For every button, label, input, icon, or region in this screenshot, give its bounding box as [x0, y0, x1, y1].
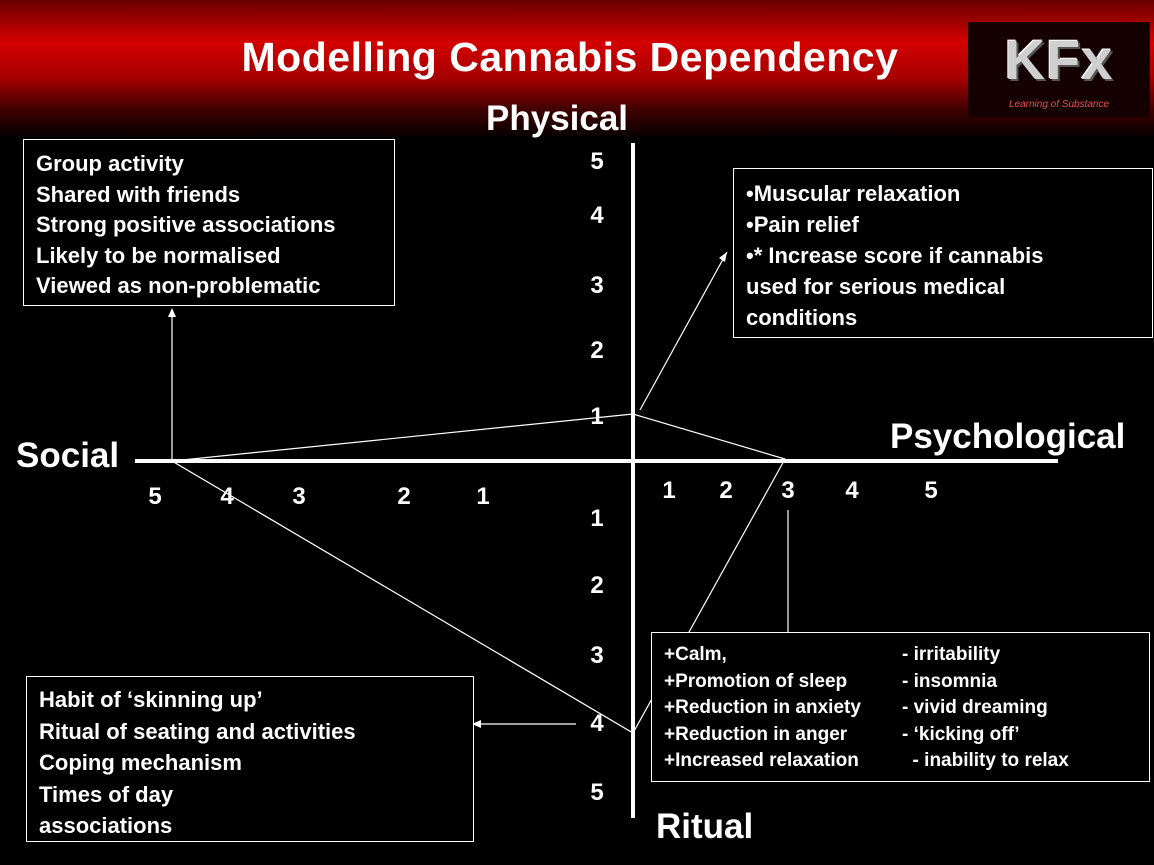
page-title: Modelling Cannabis Dependency	[241, 34, 899, 80]
ritual-factor-line: associations	[39, 813, 173, 838]
dependency-profile-shape	[170, 413, 786, 734]
tick-social-3: 3	[292, 483, 306, 510]
physical-factor-line: conditions	[746, 305, 858, 330]
tick-ritual-2: 2	[590, 572, 604, 599]
axis-label-psychological: Psychological	[890, 417, 1126, 456]
physical-factor-line: used for serious medical	[746, 274, 1006, 299]
ritual-factor-line: Times of day	[39, 781, 174, 807]
tick-social-5: 5	[148, 483, 162, 510]
kfx-logo: KFx Learning of Substance	[968, 22, 1150, 118]
arrowhead-ritual	[472, 720, 481, 728]
arrowhead-social	[168, 308, 176, 317]
tick-social-1: 1	[476, 483, 490, 510]
tick-psychological-2: 2	[719, 477, 733, 504]
social-factor-line: Shared with friends	[36, 181, 241, 207]
benefit-text: +Increased relaxation	[664, 750, 859, 771]
psychological-factor-row: +Promotion of sleep - insomnia	[652, 669, 1149, 696]
social-factor-line: Viewed as non-problematic	[36, 273, 321, 298]
withdrawal-text: - irritability	[902, 644, 1001, 665]
tick-psychological-4: 4	[845, 477, 859, 504]
axis-label-social: Social	[16, 436, 120, 475]
psychological-factor-row: +Calm, - irritability	[652, 642, 1149, 669]
benefit-text: +Reduction in anxiety	[664, 697, 861, 718]
psychological-factor-row: +Reduction in anxiety - vivid dreaming	[652, 695, 1149, 722]
arrowhead-physical	[719, 252, 727, 262]
ritual-factor-line: Habit of ‘skinning up’	[39, 687, 263, 712]
tick-physical-3: 3	[590, 272, 604, 299]
physical-factors-box: •Muscular relaxation •Pain relief •* Inc…	[733, 168, 1153, 338]
tick-physical-4: 4	[590, 202, 604, 229]
withdrawal-text: - inability to relax	[902, 750, 1069, 771]
tick-ritual-1: 1	[590, 505, 604, 532]
social-factor-line: Group activity	[36, 151, 184, 176]
benefit-text: +Calm,	[664, 644, 727, 665]
social-factors-box: Group activity Shared with friends Stron…	[23, 139, 395, 306]
tick-ritual-4: 4	[590, 710, 604, 737]
psychological-factor-row: +Increased relaxation - inability to rel…	[652, 748, 1149, 775]
benefit-text: +Promotion of sleep	[664, 670, 848, 692]
logo-tagline: Learning of Substance	[1008, 99, 1110, 110]
ritual-factor-line: Coping mechanism	[39, 750, 242, 775]
withdrawal-text: - vivid dreaming	[902, 697, 1048, 718]
social-factor-line: Strong positive associations	[36, 212, 336, 237]
axis-label-ritual: Ritual	[656, 807, 754, 846]
physical-factor-line: •Pain relief	[746, 212, 859, 237]
ritual-factors-box: Habit of ‘skinning up’ Ritual of seating…	[26, 676, 474, 842]
tick-psychological-1: 1	[662, 477, 676, 504]
tick-psychological-3: 3	[781, 477, 795, 504]
physical-factor-line: •* Increase score if cannabis	[746, 243, 1044, 268]
arrow-to-physical-box	[639, 251, 728, 411]
psychological-factor-row: +Reduction in anger - ‘kicking off’	[652, 722, 1149, 749]
social-factor-line: Likely to be normalised	[36, 242, 281, 268]
withdrawal-text: - ‘kicking off’	[902, 723, 1020, 745]
title-banner	[0, 0, 1154, 140]
logo-text: KFx	[1004, 28, 1114, 91]
benefit-text: +Reduction in anger	[664, 723, 848, 745]
tick-social-2: 2	[397, 483, 411, 510]
psychological-factors-box: +Calm, - irritability +Promotion of slee…	[651, 632, 1150, 782]
tick-social-4: 4	[220, 483, 234, 510]
ritual-factor-line: Ritual of seating and activities	[39, 718, 356, 744]
tick-psychological-5: 5	[924, 477, 938, 504]
tick-ritual-5: 5	[590, 779, 604, 806]
tick-physical-2: 2	[590, 337, 604, 364]
tick-ritual-3: 3	[590, 642, 604, 669]
physical-factor-line: •Muscular relaxation	[746, 181, 961, 206]
axis-label-physical: Physical	[486, 99, 629, 138]
withdrawal-text: - insomnia	[902, 670, 998, 692]
tick-physical-1: 1	[590, 403, 604, 430]
tick-physical-5: 5	[590, 148, 604, 175]
